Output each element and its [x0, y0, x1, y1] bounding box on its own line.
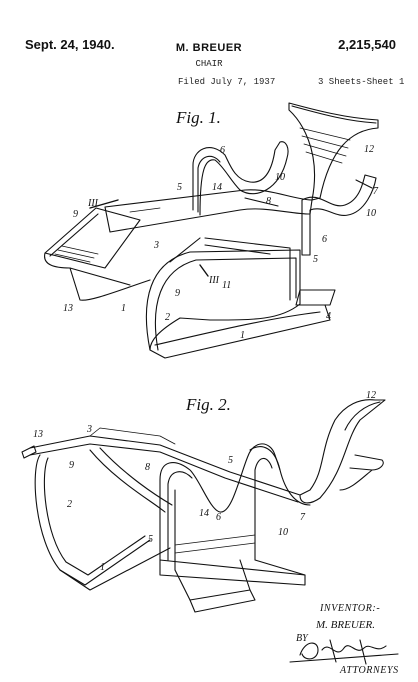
- ref-numeral: 5: [228, 455, 233, 466]
- patent-title: CHAIR: [195, 59, 223, 69]
- ref-numeral: III: [87, 198, 99, 209]
- patent-date: Sept. 24, 1940.: [25, 37, 115, 52]
- ref-numeral: 14: [199, 508, 209, 519]
- ref-numeral: 10: [366, 208, 376, 219]
- by-label: BY: [296, 633, 308, 644]
- figure-2-label: Fig. 2.: [186, 395, 231, 414]
- ref-numeral: 7: [373, 186, 379, 197]
- ref-numeral: 6: [220, 145, 225, 156]
- ref-numeral: 9: [69, 460, 74, 471]
- ref-numeral: 8: [266, 196, 271, 207]
- figure-2-drawing: [21, 399, 386, 613]
- figure-1-label: Fig. 1.: [176, 108, 221, 127]
- figure-1-drawing: [44, 102, 379, 359]
- inventor-label: INVENTOR:-: [320, 603, 381, 614]
- ref-numeral: 8: [145, 462, 150, 473]
- ref-numeral: 14: [212, 182, 222, 193]
- ref-numeral: 5: [177, 182, 182, 193]
- ref-numeral: 2: [67, 499, 72, 510]
- attorney-signature: [289, 639, 399, 665]
- ref-numeral: 1: [240, 330, 245, 341]
- ref-numeral: 13: [33, 429, 43, 440]
- ref-numeral: 5: [313, 254, 318, 265]
- ref-numeral: 5: [148, 534, 153, 545]
- ref-numeral: 4: [326, 311, 331, 322]
- ref-numeral: 6: [216, 512, 221, 523]
- filing-date: Filed July 7, 1937: [178, 77, 276, 87]
- ref-numeral: 9: [73, 209, 78, 220]
- ref-numeral: 12: [366, 390, 376, 401]
- inventor-signature-name: M. BREUER.: [316, 619, 375, 631]
- ref-numeral: 10: [278, 527, 288, 538]
- ref-numeral: 1: [100, 562, 105, 573]
- reference-numerals: 6 12 5 14 10 7 III 8 9 10 6 3 5 9 III 11…: [33, 144, 379, 573]
- sheet-count: 3 Sheets-Sheet 1: [318, 77, 405, 87]
- ref-numeral: 9: [175, 288, 180, 299]
- ref-numeral: III: [208, 275, 220, 286]
- patent-number: 2,215,540: [338, 37, 396, 52]
- ref-numeral: 3: [86, 424, 92, 435]
- ref-numeral: 7: [300, 512, 306, 523]
- ref-numeral: 12: [364, 144, 374, 155]
- ref-numeral: 3: [153, 240, 159, 251]
- ref-numeral: 11: [222, 280, 231, 291]
- ref-numeral: 6: [322, 234, 327, 245]
- ref-numeral: 1: [121, 303, 126, 314]
- ref-numeral: 13: [63, 303, 73, 314]
- attorneys-label: ATTORNEYS: [340, 665, 399, 676]
- ref-numeral: 2: [165, 312, 170, 323]
- ref-numeral: 10: [275, 172, 285, 183]
- inventor-name-header: M. BREUER: [175, 42, 243, 54]
